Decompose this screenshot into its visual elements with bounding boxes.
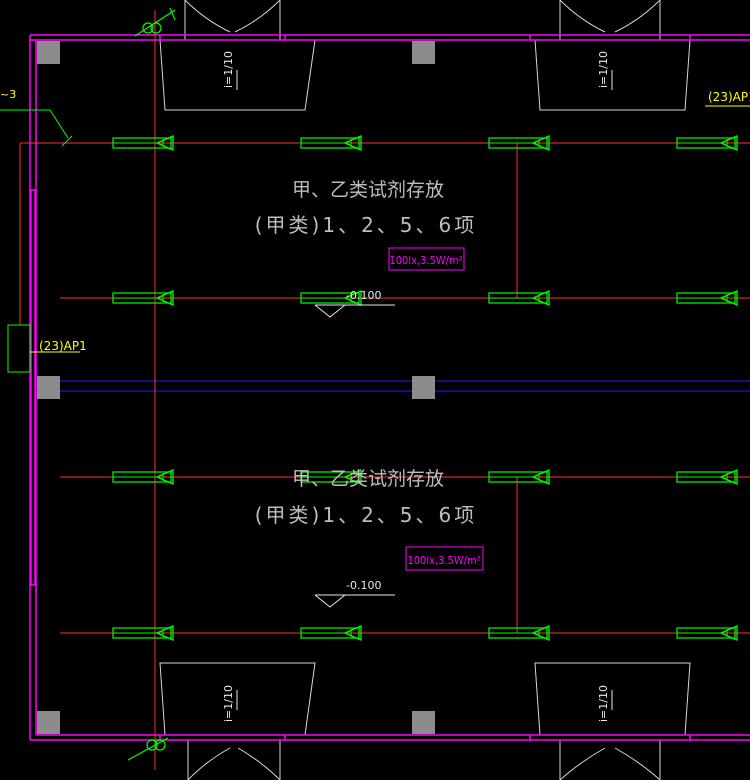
room-2-elevation: -0.100 [346, 579, 381, 592]
light-fixture [112, 625, 174, 641]
distribution-panel-left [7, 324, 80, 373]
ramp-slope-bottom-left: i=1/10 [222, 685, 235, 722]
room-1-name-line2: (甲类)1、2、5、6项 [255, 213, 478, 237]
svg-text:i=1/10: i=1/10 [222, 685, 235, 722]
columns [37, 41, 435, 734]
light-fixture [676, 135, 738, 151]
ramp-slope-top-left: i=1/10 [222, 51, 235, 88]
walls [29, 34, 750, 741]
light-fixture [112, 290, 174, 306]
light-fixture [300, 625, 362, 641]
room-2-name-line1: 甲、乙类试剂存放 [292, 468, 444, 490]
ramp-slope-top-right: i=1/10 [597, 51, 610, 88]
room-1-elevation: -0.100 [346, 289, 381, 302]
light-fixture [112, 469, 174, 485]
riser-symbol-bottom [127, 737, 169, 761]
room-2-elevation-mark [314, 594, 395, 608]
panel-label-left: (23)AP1 [39, 339, 87, 353]
panel-label-top-right: (23)AP1 [708, 90, 750, 104]
ramp-slope-bottom-right: i=1/10 [597, 685, 610, 722]
room-1-lighting-tag: 100lx,3.5W/m² [389, 254, 462, 267]
room-2-lighting-tag: 100lx,3.5W/m² [407, 554, 480, 567]
circuit-wiring [19, 10, 750, 770]
light-fixture [676, 290, 738, 306]
light-fixture [300, 469, 362, 485]
svg-text:i=1/10: i=1/10 [222, 51, 235, 88]
light-fixture [300, 135, 362, 151]
light-fixture [676, 625, 738, 641]
leader-label-top-left: ~3 [0, 88, 16, 101]
light-fixture [112, 135, 174, 151]
bottom-doors [187, 740, 661, 780]
light-fixture [488, 469, 550, 485]
room-2-lighting-tag-box [405, 546, 484, 571]
room-1-lighting-tag-box [388, 247, 465, 271]
ramp-arrows [236, 70, 613, 710]
light-fixture [488, 290, 550, 306]
room-1-elevation-mark [314, 304, 395, 318]
svg-text:i=1/10: i=1/10 [597, 685, 610, 722]
svg-text:i=1/10: i=1/10 [597, 51, 610, 88]
light-fixture [676, 469, 738, 485]
light-fixture [488, 625, 550, 641]
leader-top-left [0, 109, 73, 147]
light-fixture [300, 290, 362, 306]
riser-symbol-top [134, 7, 176, 37]
room-1-name-line1: 甲、乙类试剂存放 [292, 179, 444, 201]
light-fixtures [112, 135, 738, 641]
top-doors [184, 0, 661, 40]
room-2-name-line2: (甲类)1、2、5、6项 [255, 503, 478, 527]
light-fixture [488, 135, 550, 151]
